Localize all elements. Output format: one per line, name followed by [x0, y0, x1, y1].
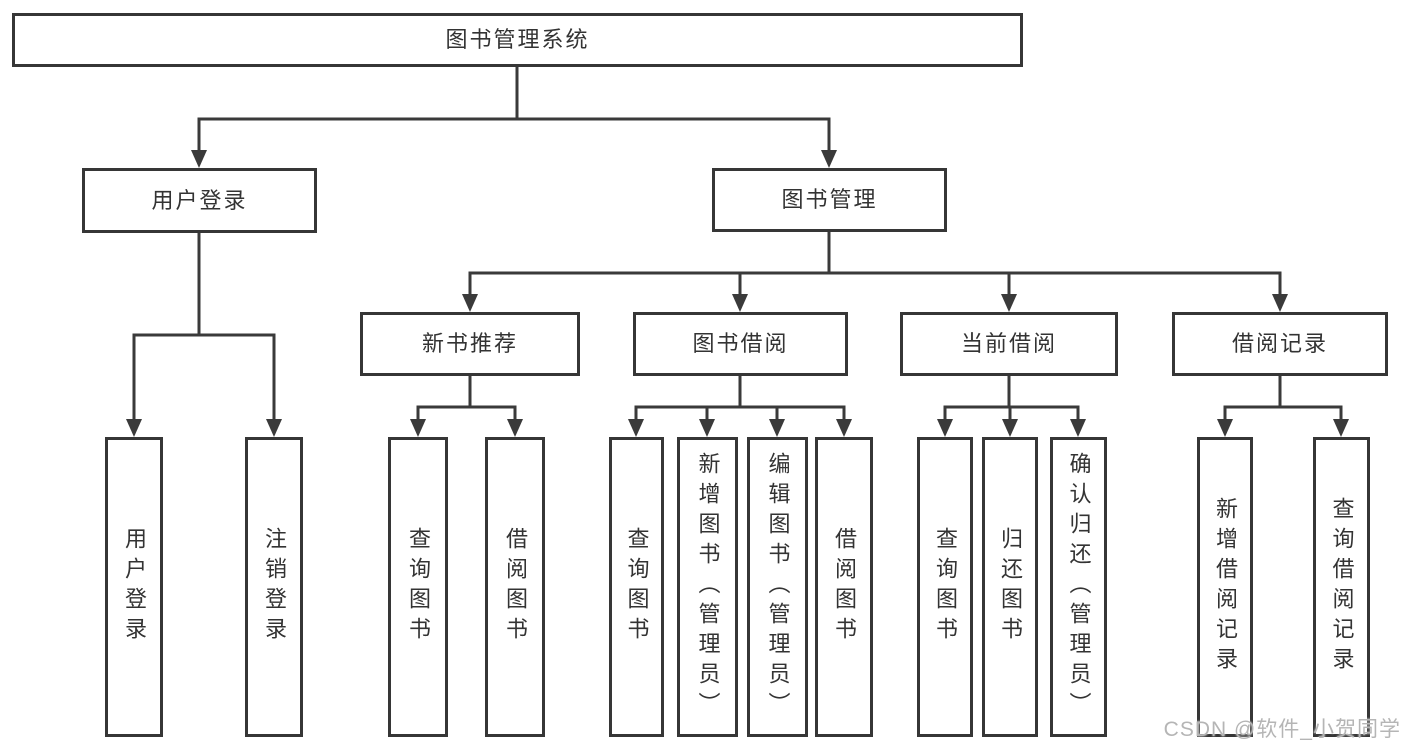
leaf-edit-books-admin: 编辑图书（管理员）: [747, 437, 808, 737]
node-label: 借阅图书: [503, 527, 528, 647]
node-label: 确认归还（管理员）: [1066, 452, 1092, 722]
arrowhead-icon: [126, 419, 142, 437]
node-label: 用户登录: [122, 527, 147, 647]
arrowhead-icon: [1272, 294, 1288, 312]
node-label: 新书推荐: [421, 331, 518, 356]
node-label: 新增借阅记录: [1213, 497, 1238, 677]
leaf-borrow-books: 借阅图书: [815, 437, 873, 737]
node-label: 查询借阅记录: [1329, 497, 1355, 677]
node-label: 查询图书: [406, 527, 431, 647]
node-label: 查询图书: [933, 527, 958, 647]
node-label: 用户登录: [151, 187, 248, 213]
leaf-borrow-books-recommend: 借阅图书: [485, 437, 545, 737]
node-book-management: 图书管理: [712, 168, 947, 232]
node-label: 借阅图书: [832, 527, 857, 647]
node-book-borrowing: 图书借阅: [633, 312, 848, 376]
arrowhead-icon: [1070, 419, 1086, 437]
node-label: 图书管理系统: [445, 27, 590, 52]
leaf-user-login: 用户登录: [105, 437, 163, 737]
node-borrowing-records: 借阅记录: [1172, 312, 1388, 376]
leaf-query-books-recommend: 查询图书: [388, 437, 448, 737]
node-label: 归还图书: [998, 527, 1023, 647]
leaf-confirm-return-admin: 确认归还（管理员）: [1050, 437, 1107, 737]
node-user-login: 用户登录: [82, 168, 317, 233]
arrowhead-icon: [699, 419, 715, 437]
node-label: 查询图书: [624, 527, 650, 647]
arrowhead-icon: [507, 419, 523, 437]
arrowhead-icon: [462, 294, 478, 312]
arrowhead-icon: [836, 419, 852, 437]
arrowhead-icon: [732, 294, 748, 312]
leaf-add-books-admin: 新增图书（管理员）: [677, 437, 738, 737]
node-label: 借阅记录: [1231, 331, 1328, 356]
leaf-query-books-borrow: 查询图书: [609, 437, 664, 737]
node-new-book-recommendation: 新书推荐: [360, 312, 580, 376]
arrowhead-icon: [821, 150, 837, 168]
leaf-query-books-current: 查询图书: [917, 437, 973, 737]
leaf-query-borrow-record: 查询借阅记录: [1313, 437, 1370, 737]
arrowhead-icon: [937, 419, 953, 437]
arrowhead-icon: [769, 419, 785, 437]
arrowhead-icon: [410, 419, 426, 437]
node-label: 图书借阅: [692, 331, 789, 356]
node-label: 当前借阅: [960, 331, 1057, 356]
leaf-logout: 注销登录: [245, 437, 303, 737]
leaf-add-borrow-record: 新增借阅记录: [1197, 437, 1253, 737]
arrowhead-icon: [1217, 419, 1233, 437]
leaf-return-books: 归还图书: [982, 437, 1038, 737]
watermark: CSDN @软件_小贺同学: [1163, 718, 1401, 741]
arrowhead-icon: [628, 419, 644, 437]
node-label: 图书管理: [781, 187, 878, 212]
arrowhead-icon: [1333, 419, 1349, 437]
node-library-management-system: 图书管理系统: [12, 13, 1023, 67]
node-label: 注销登录: [262, 527, 287, 647]
node-current-borrowing: 当前借阅: [900, 312, 1118, 376]
node-label: 编辑图书（管理员）: [765, 452, 791, 722]
arrowhead-icon: [1002, 419, 1018, 437]
arrowhead-icon: [266, 419, 282, 437]
arrowhead-icon: [191, 150, 207, 168]
node-label: 新增图书（管理员）: [695, 452, 721, 722]
arrowhead-icon: [1001, 294, 1017, 312]
